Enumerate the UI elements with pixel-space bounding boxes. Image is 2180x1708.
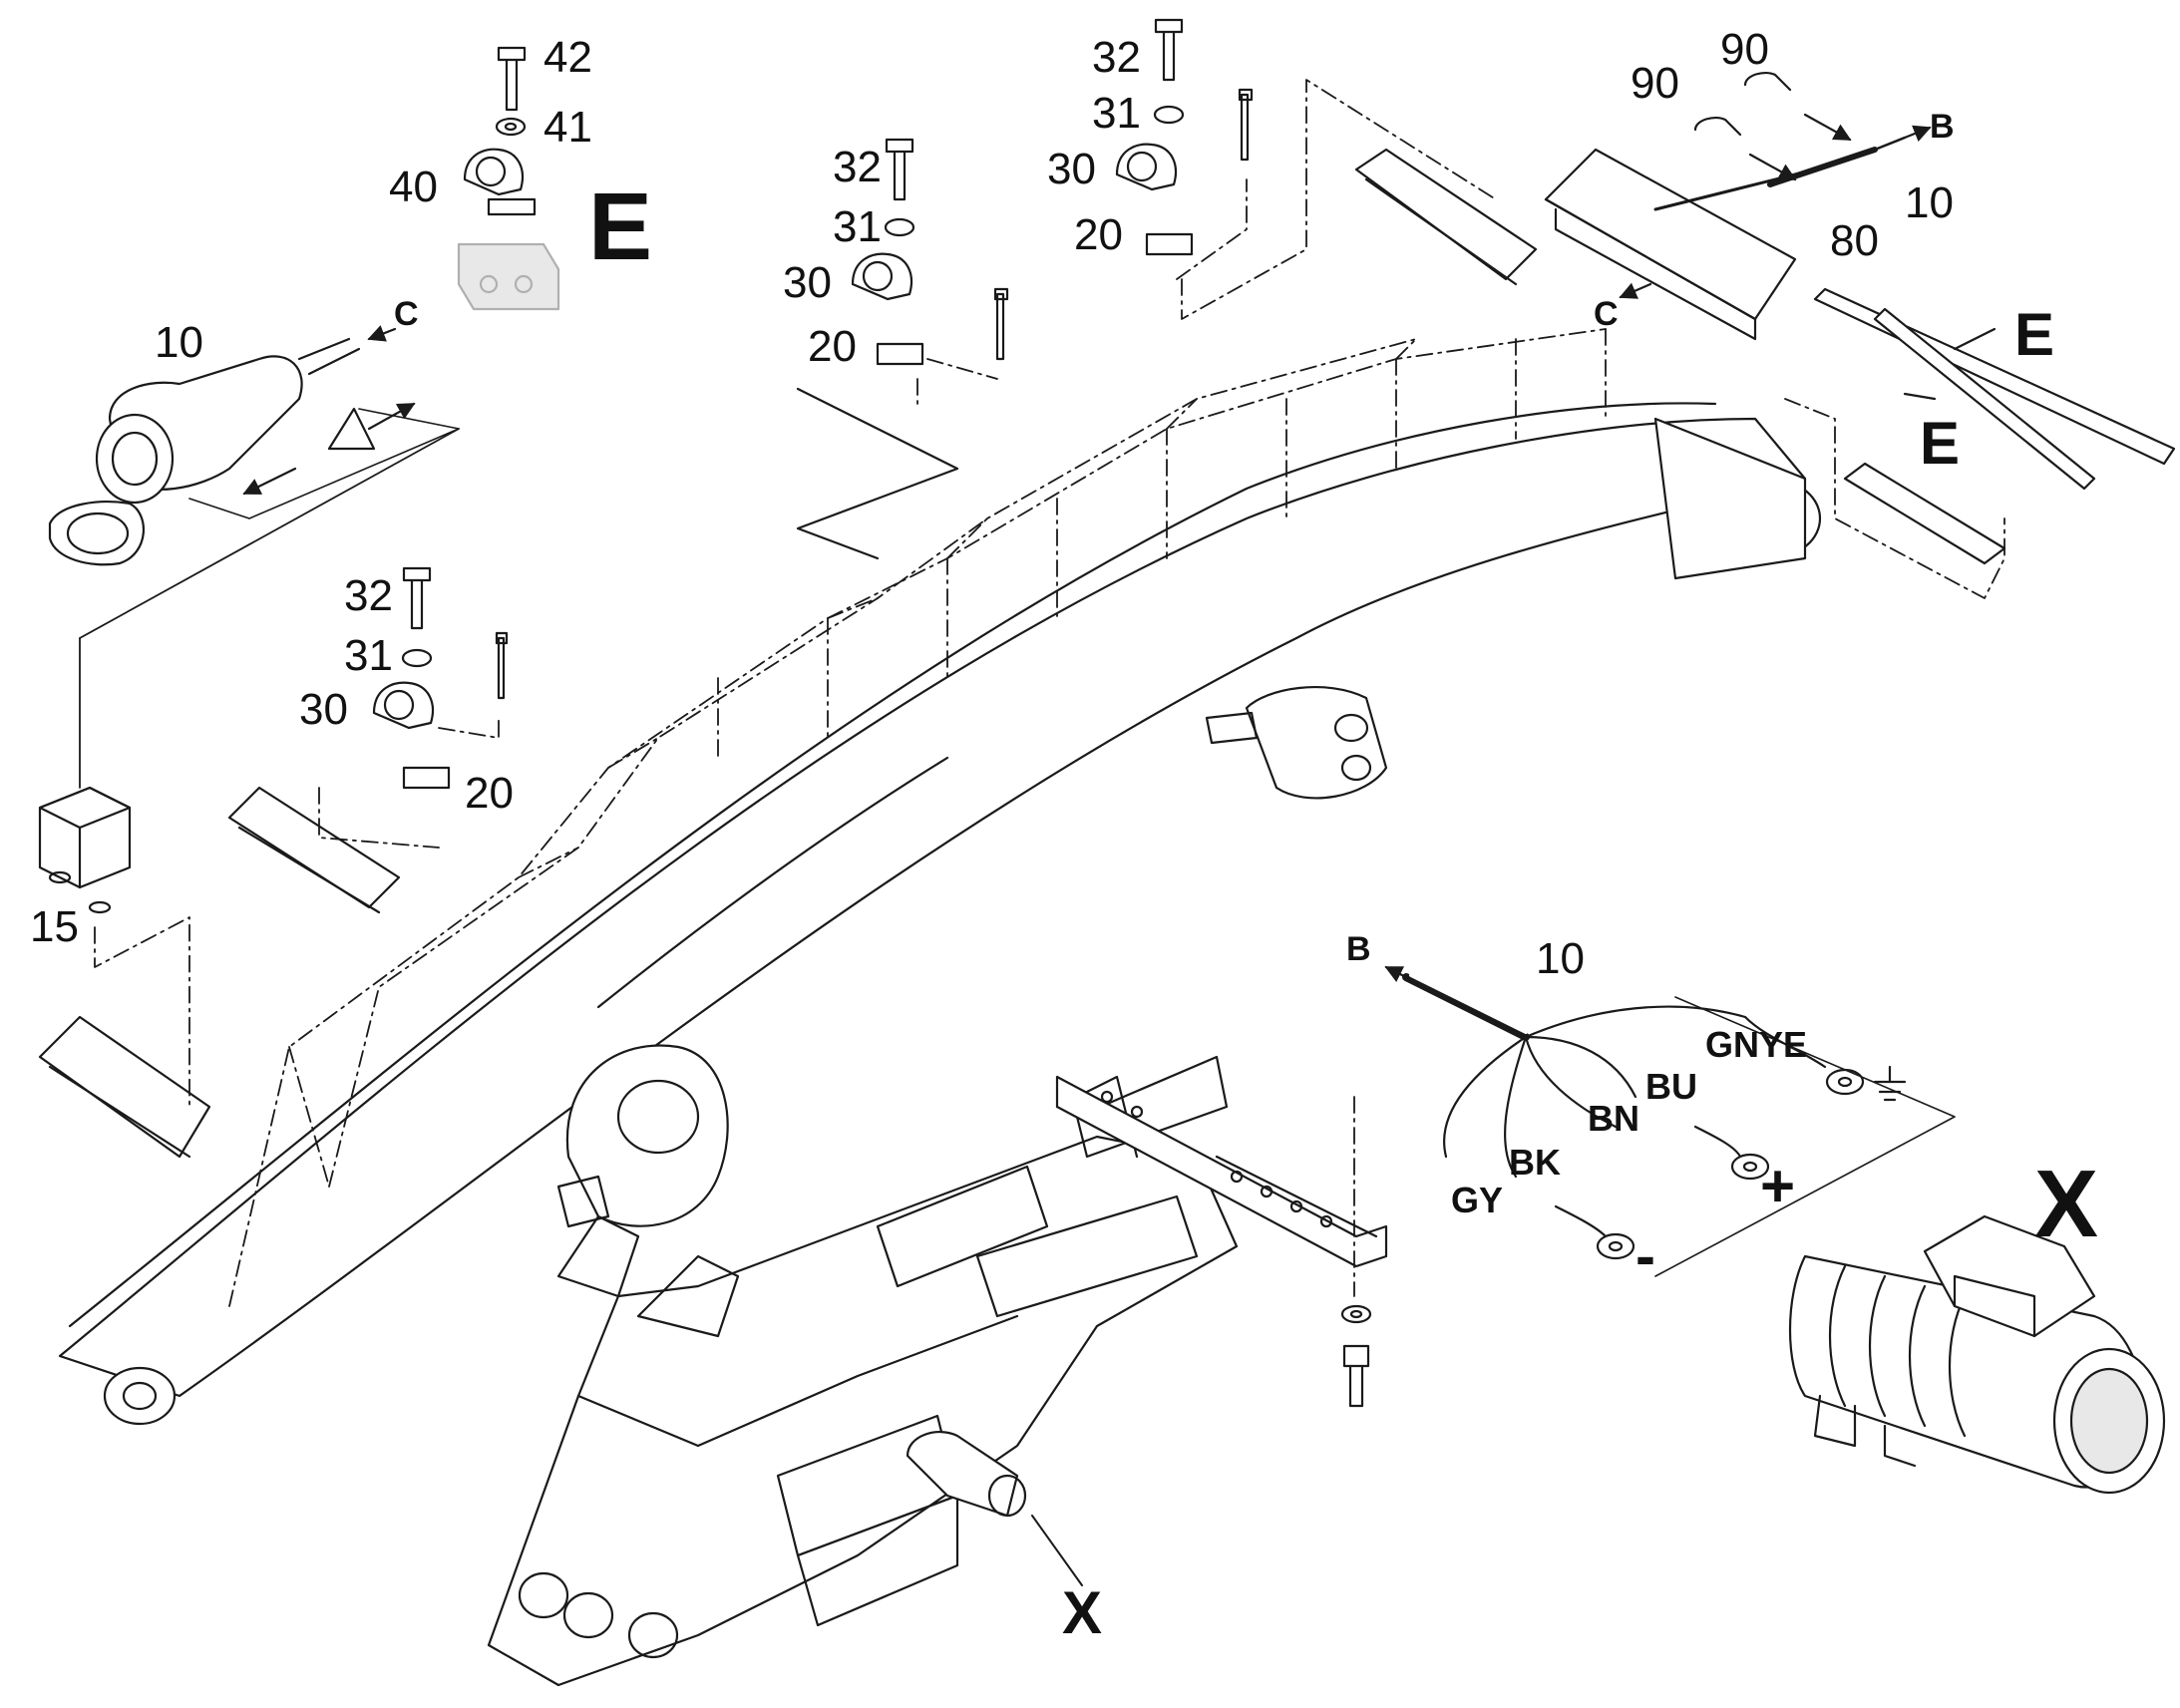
pointer-b-cable: B <box>1346 930 1371 968</box>
mounting-rail <box>1055 1075 1388 1268</box>
clamp-set-upper <box>1115 18 1497 320</box>
callout-90-left: 90 <box>1631 59 1679 108</box>
valve-block <box>1544 71 1932 341</box>
pointer-c-plug: C <box>394 295 419 333</box>
callout-32-upper: 32 <box>1092 33 1141 82</box>
wire-label-gy: GY <box>1451 1180 1504 1220</box>
pointer-b-valve: B <box>1930 108 1955 146</box>
callout-31-upper: 31 <box>1092 89 1141 138</box>
wire-label-bu: BU <box>1645 1066 1697 1107</box>
callout-30-left: 30 <box>299 685 348 734</box>
cable-tray-lower-left <box>38 916 211 1159</box>
polarity-plus: + <box>1760 1153 1796 1219</box>
polarity-minus: - <box>1635 1222 1655 1289</box>
cable-route-lines <box>228 328 1607 1307</box>
wire-label-bn: BN <box>1588 1098 1639 1139</box>
callout-40: 40 <box>389 163 438 211</box>
callout-10-cable: 10 <box>1536 934 1585 983</box>
callout-10-valve: 10 <box>1905 178 1954 227</box>
detail-letter-e-bar-lower: E <box>1920 410 1961 477</box>
frame-bolt-stack <box>1340 1096 1372 1408</box>
callout-32-left: 32 <box>344 571 393 620</box>
callout-31-left: 31 <box>344 631 393 680</box>
callout-20-left: 20 <box>465 769 514 818</box>
detail-letter-x-motor: X <box>2034 1151 2099 1257</box>
callout-90-right: 90 <box>1720 25 1769 74</box>
cable-tray-right <box>1784 398 2006 599</box>
cable-tray-mid-left <box>227 786 440 914</box>
callout-10-plug: 10 <box>155 318 203 367</box>
callout-30-upper: 30 <box>1047 145 1096 193</box>
callout-20-center: 20 <box>808 322 857 371</box>
callout-30-center: 30 <box>783 258 832 307</box>
boom-swivel <box>1205 686 1388 800</box>
callout-31-center: 31 <box>833 202 882 251</box>
frame-bracket <box>556 1044 729 1228</box>
callout-15: 15 <box>30 902 79 951</box>
wiring-detail <box>1384 965 1956 1277</box>
wire-label-gnye: GNYE <box>1705 1024 1808 1065</box>
callout-41: 41 <box>544 103 592 152</box>
callout-32-center: 32 <box>833 143 882 191</box>
cable-tray-upper <box>1354 148 1538 286</box>
clamp-block-15 <box>38 428 460 914</box>
wire-label-bk: BK <box>1509 1142 1561 1183</box>
detail-letter-x-frame: X <box>1062 1579 1103 1646</box>
plug-assembly <box>48 325 460 566</box>
callout-20-upper: 20 <box>1074 210 1123 259</box>
strip-bars-e <box>1813 287 2176 491</box>
motor-detail-x <box>1788 1214 2166 1495</box>
detail-letter-e-clamp: E <box>588 173 653 280</box>
clamp-detail-e <box>457 46 560 311</box>
callout-80: 80 <box>1830 216 1879 265</box>
clamp-set-center <box>796 138 1009 560</box>
frame-motor <box>906 1431 1083 1586</box>
clamp-set-mid-left <box>372 566 509 790</box>
callout-42: 42 <box>544 33 592 82</box>
pointer-c-valve: C <box>1594 295 1619 333</box>
detail-letter-e-bar-upper: E <box>2014 301 2055 368</box>
